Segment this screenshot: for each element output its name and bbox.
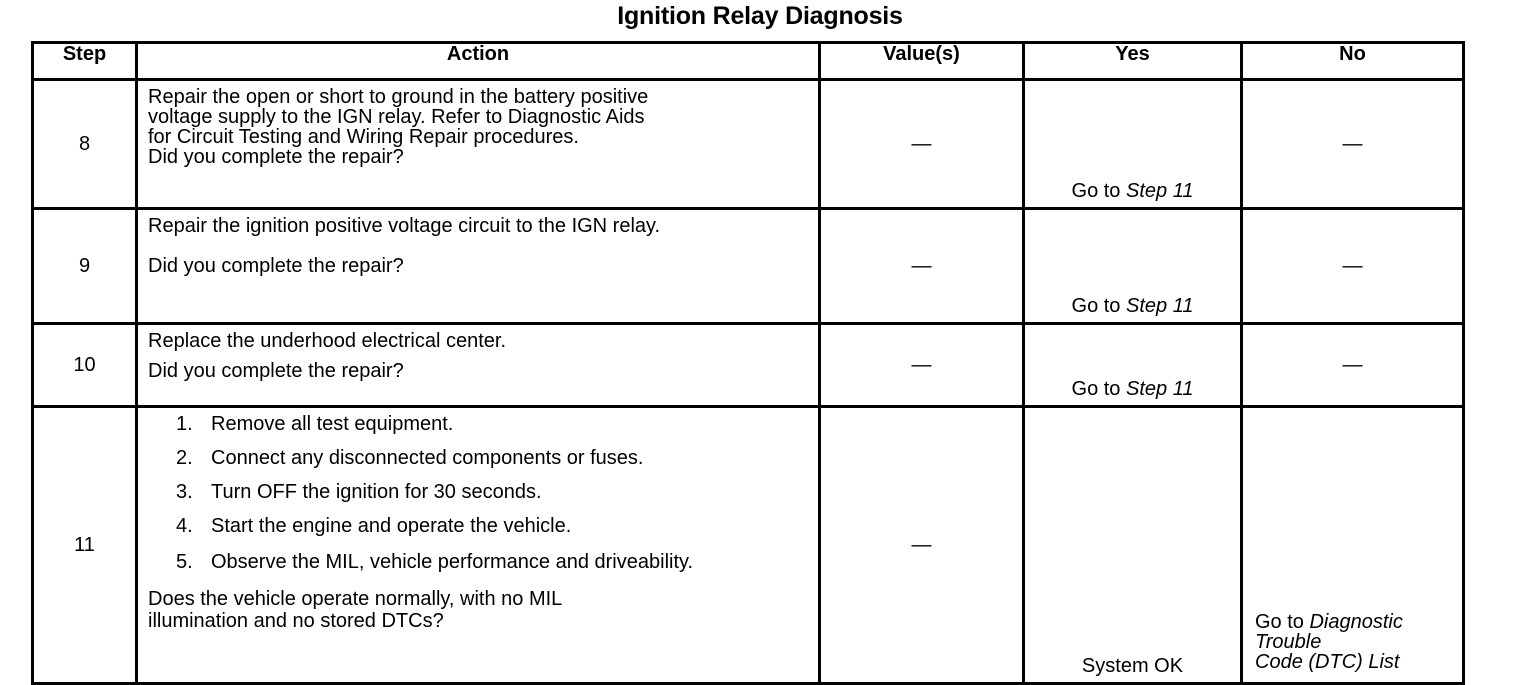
list-item-number: 2. [176,447,193,469]
header-row: Step Action Value(s) Yes No [31,41,1465,81]
no-goto-reference: Trouble [1255,631,1322,653]
action-question: illumination and no stored DTCs? [148,609,444,632]
value-dash: — [911,534,932,556]
action-question: Did you complete the repair? [148,360,404,382]
table-row: 10 Replace the underhood electrical cent… [31,322,1465,408]
action-question: Did you complete the repair? [148,146,404,168]
yes-cell: Go to Step 11 [1022,207,1243,325]
no-dash: — [1342,354,1363,376]
list-item: 3. Turn OFF the ignition for 30 seconds. [148,482,810,502]
no-cell: Go to Diagnostic Trouble Code (DTC) List [1240,405,1465,685]
no-dash: — [1342,255,1363,277]
no-goto-reference: Code (DTC) List [1255,651,1400,673]
table-row: 9 Repair the ignition positive voltage c… [31,207,1465,325]
step-number: 10 [31,322,138,408]
list-item: 1. Remove all test equipment. [148,414,810,434]
list-item-text: Turn OFF the ignition for 30 seconds. [211,481,542,503]
step-number: 8 [31,78,138,210]
yes-goto-reference: Step 11 [1126,180,1194,202]
no-goto-prefix: Go to [1255,611,1304,633]
yes-cell: Go to Step 11 [1022,322,1243,408]
action-line: Replace the underhood electrical center. [148,330,507,352]
value-dash: — [911,255,932,277]
diagnostic-table: Step Action Value(s) Yes No 8 Repair the… [31,41,1465,685]
no-goto-reference: Diagnostic [1309,611,1403,633]
action-line: Repair the ignition positive voltage cir… [148,215,661,237]
list-item-number: 5. [176,551,193,573]
action-spacer [148,236,810,256]
action-line: Repair the open or short to ground in th… [148,86,649,108]
value-cell: — [818,78,1025,210]
page-title: Ignition Relay Diagnosis [617,2,903,30]
list-item: 5. Observe the MIL, vehicle performance … [148,550,741,575]
column-header-yes: Yes [1022,41,1243,81]
action-cell: Repair the open or short to ground in th… [135,78,821,210]
no-goto-line: Go to Diagnostic [1255,612,1462,632]
column-header-action: Action [135,41,821,81]
list-item: 2. Connect any disconnected components o… [148,448,810,468]
action-cell: Repair the ignition positive voltage cir… [135,207,821,325]
list-item-text: Remove all test equipment. [211,413,454,435]
list-item-text: Connect any disconnected components or f… [211,447,644,469]
table-body: 8 Repair the open or short to ground in … [31,78,1465,685]
value-cell: — [818,207,1025,325]
no-cell: — [1240,207,1465,325]
no-dash: — [1342,133,1363,155]
table-row: 11 1. Remove all test equipment. 2. Conn… [31,405,1465,685]
column-header-values: Value(s) [818,41,1025,81]
action-question: Did you complete the repair? [148,255,404,277]
yes-goto-reference: Step 11 [1126,378,1194,400]
list-item-text: Start the engine and operate the vehicle… [211,515,572,537]
yes-goto-prefix: Go to [1071,295,1121,317]
list-item: 4. Start the engine and operate the vehi… [148,516,810,536]
yes-goto-reference: Step 11 [1126,295,1194,317]
yes-cell: Go to Step 11 [1022,78,1243,210]
list-item-text: Observe the MIL, vehicle performance and… [211,551,694,573]
list-item-number: 4. [176,515,193,537]
column-header-step: Step [31,41,138,81]
no-cell: — [1240,322,1465,408]
value-dash: — [911,133,932,155]
action-line: for Circuit Testing and Wiring Repair pr… [148,126,579,148]
yes-cell: System OK [1022,405,1243,685]
action-line: voltage supply to the IGN relay. Refer t… [148,106,645,128]
action-question: Does the vehicle operate normally, with … [148,588,563,610]
list-item-number: 1. [176,413,193,435]
list-item-number: 3. [176,481,193,503]
procedure-list: 1. Remove all test equipment. 2. Connect… [148,414,810,575]
step-number: 9 [31,207,138,325]
table-row: 8 Repair the open or short to ground in … [31,78,1465,210]
action-cell: 1. Remove all test equipment. 2. Connect… [135,405,821,685]
yes-goto-prefix: Go to [1071,378,1121,400]
column-header-no: No [1240,41,1465,81]
yes-goto-prefix: Go to [1071,180,1121,202]
action-cell: Replace the underhood electrical center.… [135,322,821,408]
table-header: Step Action Value(s) Yes No [31,41,1465,81]
value-cell: — [818,405,1025,685]
value-dash: — [911,354,932,376]
value-cell: — [818,322,1025,408]
action-question-block: Does the vehicle operate normally, with … [148,588,810,632]
step-number: 11 [31,405,138,685]
no-cell: — [1240,78,1465,210]
yes-result-text: System OK [1081,655,1184,677]
